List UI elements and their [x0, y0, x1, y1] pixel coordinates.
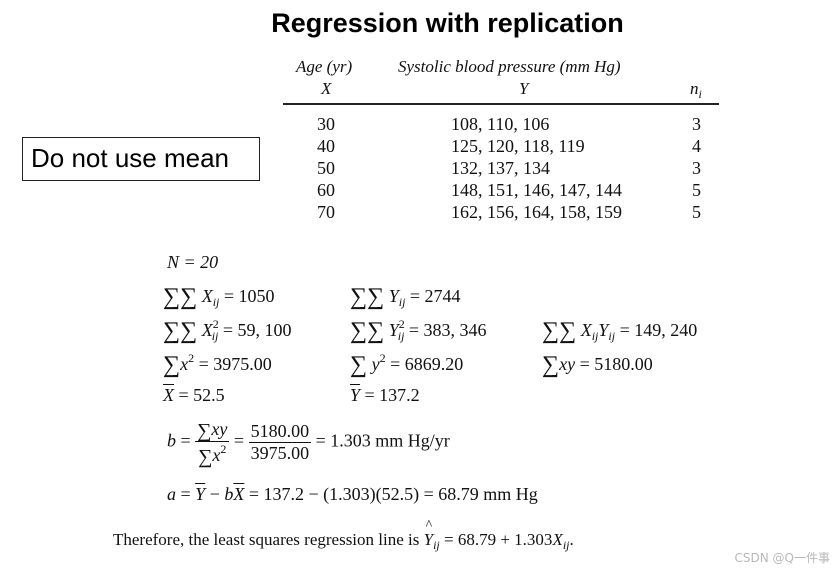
values-cell: 132, 137, 134: [451, 158, 550, 178]
values-cell: 162, 156, 164, 158, 159: [451, 202, 622, 222]
n-cell: 3: [692, 114, 701, 134]
header-x: X: [321, 79, 332, 98]
stat-sum-y: ∑∑ Yij = 2744: [350, 284, 461, 310]
conclusion-line: Therefore, the least squares regression …: [113, 518, 574, 553]
page-title: Regression with replication: [271, 8, 624, 38]
stat-sum-x2: ∑∑ X2ij = 59, 100: [163, 317, 292, 344]
n-cell: 5: [692, 202, 701, 222]
age-cell: 60: [317, 180, 335, 200]
stat-mean-x: X = 52.5: [163, 385, 225, 405]
note-text: Do not use mean: [31, 143, 230, 173]
stat-ss-y: ∑ y2 = 6869.20: [350, 351, 464, 378]
header-y: Y: [519, 79, 529, 98]
age-cell: 70: [317, 202, 335, 222]
n-cell: 5: [692, 180, 701, 200]
stat-ss-x: ∑x2 = 3975.00: [163, 351, 272, 378]
stat-sum-x: ∑∑ Xij = 1050: [163, 284, 275, 310]
header-age: Age (yr): [296, 57, 353, 76]
table-rule: [283, 103, 719, 105]
values-cell: 148, 151, 146, 147, 144: [451, 180, 622, 200]
stat-sum-xy-raw: ∑∑ XijYij = 149, 240: [542, 318, 698, 344]
age-cell: 50: [317, 158, 335, 178]
n-cell: 4: [692, 136, 701, 156]
age-cell: 30: [317, 114, 335, 134]
n-cell: 3: [692, 158, 701, 178]
stat-sum-y2: ∑∑ Y2ij = 383, 346: [350, 317, 487, 344]
intercept-formula: a = Y − bX = 137.2 − (1.303)(52.5) = 68.…: [167, 484, 538, 504]
stat-mean-y: Y = 137.2: [350, 385, 420, 405]
header-bp: Systolic blood pressure (mm Hg): [398, 57, 621, 76]
header-n: ni: [690, 79, 702, 101]
watermark: CSDN @Q一件事: [734, 551, 830, 565]
stat-n: N = 20: [167, 252, 219, 272]
values-cell: 125, 120, 118, 119: [451, 136, 585, 156]
values-cell: 108, 110, 106: [451, 114, 550, 134]
note-box: Do not use mean: [22, 137, 260, 181]
age-cell: 40: [317, 136, 335, 156]
stat-ss-xy: ∑xy = 5180.00: [542, 352, 653, 378]
